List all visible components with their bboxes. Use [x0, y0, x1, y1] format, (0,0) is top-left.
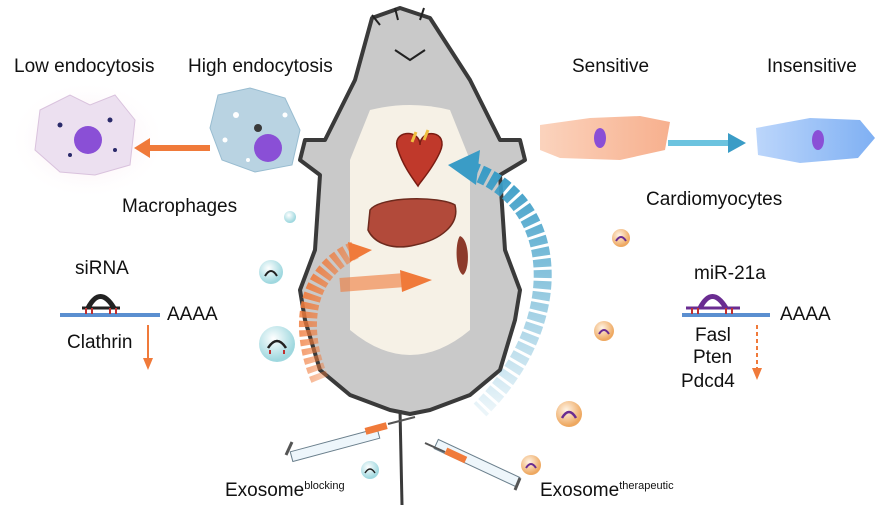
label-exosome-therapeutic: Exosometherapeutic — [540, 480, 674, 502]
label-exosome-therapeutic-sup: therapeutic — [619, 480, 674, 492]
macrophage-low-icon — [8, 80, 168, 200]
label-aaaa-right: AAAA — [780, 304, 831, 325]
liver-icon — [367, 198, 457, 248]
label-mir21a: miR-21a — [694, 263, 766, 284]
label-macrophages: Macrophages — [122, 196, 238, 217]
spleen-icon — [456, 236, 468, 275]
label-sensitive: Sensitive — [572, 56, 650, 77]
label-sirna: siRNA — [75, 258, 129, 279]
label-pten: Pten — [693, 347, 733, 368]
label-exosome-blocking: Exosomeblocking — [225, 480, 345, 502]
sirna-mrna-icon — [60, 294, 160, 317]
heart-icon — [395, 129, 443, 188]
label-high-endocytosis: High endocytosis — [188, 56, 333, 77]
label-low-endocytosis: Low endocytosis — [14, 56, 155, 77]
mirna-mrna-icon — [682, 294, 770, 317]
label-exosome-blocking-base: Exosome — [225, 480, 305, 501]
exosome-therapeutic-icon — [521, 229, 630, 475]
cardiomyocyte-insensitive-icon — [756, 118, 875, 163]
label-fasl: Fasl — [695, 325, 731, 346]
blue-arc-arrow — [466, 161, 552, 417]
syringe-icon — [284, 416, 416, 463]
syringe-icon — [424, 438, 522, 491]
label-aaaa-left: AAAA — [167, 304, 218, 325]
label-insensitive: Insensitive — [767, 56, 857, 77]
label-cardiomyocytes: Cardiomyocytes — [646, 189, 783, 210]
exosome-icon — [259, 211, 379, 479]
orange-arc-arrow — [298, 241, 360, 384]
label-clathrin: Clathrin — [67, 332, 133, 353]
label-exosome-therapeutic-base: Exosome — [540, 480, 620, 501]
label-pdcd4: Pdcd4 — [681, 371, 735, 392]
cardiomyocyte-sensitive-icon — [540, 116, 670, 160]
macrophage-high-icon — [209, 87, 301, 173]
label-exosome-blocking-sup: blocking — [304, 480, 345, 492]
